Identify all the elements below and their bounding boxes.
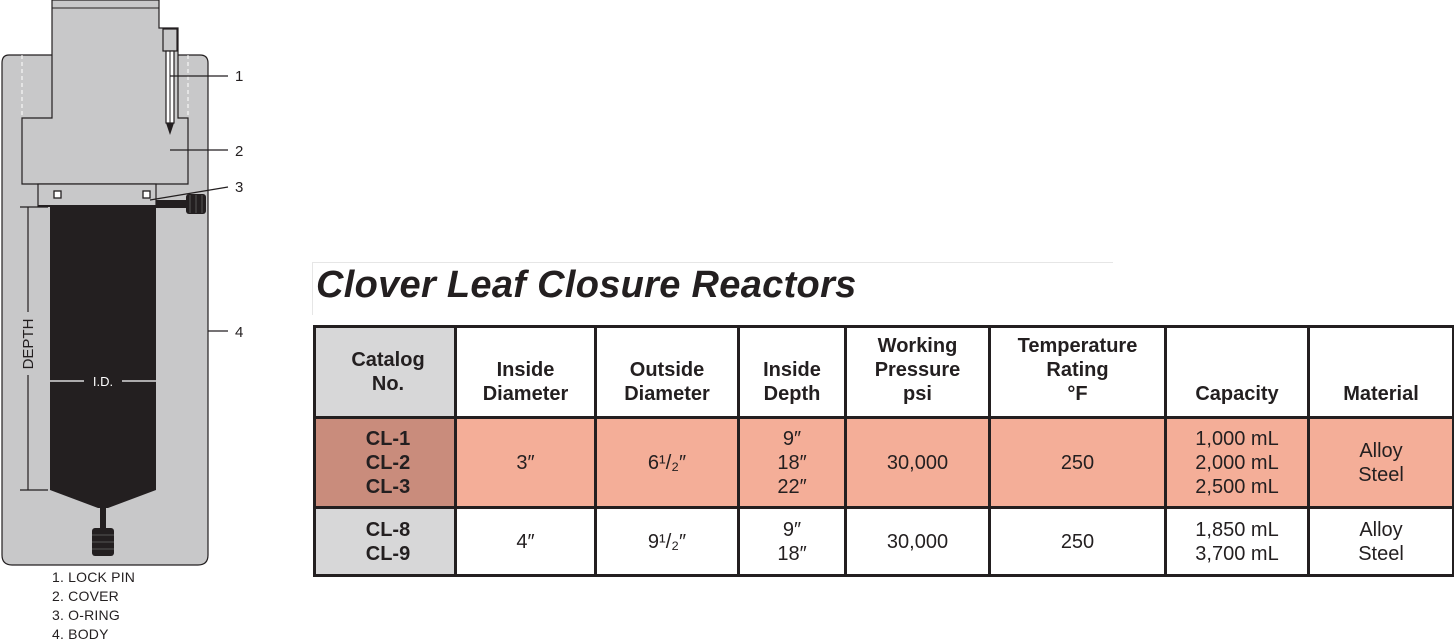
page-title: Clover Leaf Closure Reactors [316,264,857,306]
o-ring-left [53,190,62,199]
cell-outside-diameter: 6¹/₂″ [594,415,740,510]
depth-dimension: DEPTH [20,206,48,491]
o-ring-right [142,190,151,199]
lock-pin [162,28,178,135]
reactor-cross-section-diagram: DEPTH I.D. 1 2 3 4 [1,0,243,566]
legend-item: 2. COVER [52,588,119,604]
header-capacity: Capacity [1164,325,1310,419]
reactor-cover [21,0,189,185]
header-material: Material [1307,325,1454,419]
side-port [156,194,206,214]
cell-temperature: 250 [988,506,1167,577]
callout-2: 2 [235,143,243,160]
legend-item: 3. O-RING [52,607,120,623]
inside-diameter-dimension: I.D. [50,374,156,389]
depth-label: DEPTH [20,319,37,370]
id-label: I.D. [93,374,113,389]
cell-inside-diameter: 4″ [454,506,597,577]
cell-pressure: 30,000 [844,506,991,577]
legend-item: 1. LOCK PIN [52,569,136,585]
callout-1: 1 [235,68,243,85]
title-frame [312,262,1113,315]
callout-3: 3 [235,179,243,196]
cell-inside-diameter: 3″ [454,415,597,510]
cell-inside-depth: 9″18″ [737,506,847,577]
cell-temperature: 250 [988,415,1167,510]
legend-item: 4. BODY [52,626,109,642]
cell-pressure: 30,000 [844,415,991,510]
reactor-cavity [50,206,156,508]
bottom-port [92,508,114,556]
parts-legend: 1. LOCK PIN 2. COVER 3. O-RING 4. BODY [52,568,135,644]
cell-inside-depth: 9″18″22″ [737,415,847,510]
cell-outside-diameter: 9¹/₂″ [594,506,740,577]
callout-4: 4 [235,324,243,341]
